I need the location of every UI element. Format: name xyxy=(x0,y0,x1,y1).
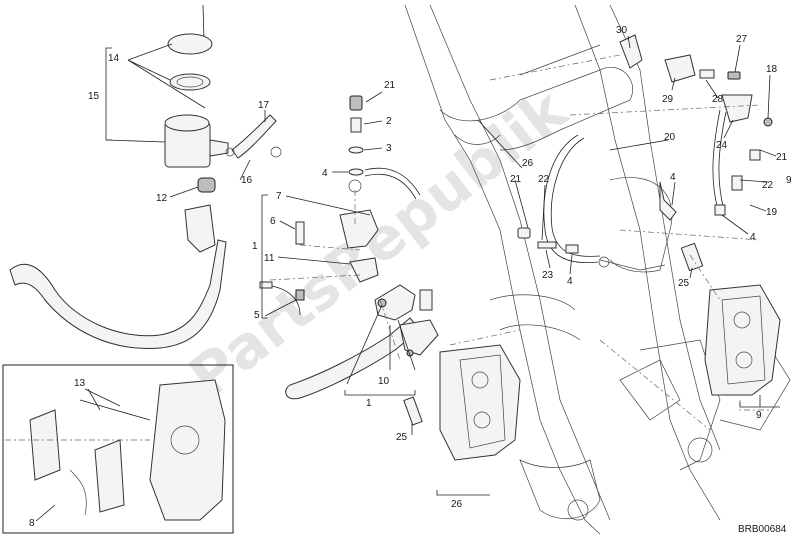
callout-label: 12 xyxy=(156,193,168,204)
callout-label: 11 xyxy=(264,253,275,264)
callout-label: 4 xyxy=(322,168,328,179)
callout-label: 18 xyxy=(766,64,778,75)
alignment-lines xyxy=(269,54,770,431)
callout-label: 22 xyxy=(762,180,774,191)
right-hose-drawing xyxy=(619,34,773,272)
brake-hose-drawing xyxy=(517,134,610,268)
callout-label: 4 xyxy=(750,232,756,243)
callout-label: 3 xyxy=(386,143,392,154)
callout-label: 16 xyxy=(241,175,253,186)
leader-lines xyxy=(35,35,780,522)
callout-label: 8 xyxy=(29,518,35,529)
callout-label: 17 xyxy=(258,100,270,111)
callout-label: 26 xyxy=(451,499,463,510)
master-cylinder-drawing xyxy=(164,4,282,253)
callout-label: 4 xyxy=(567,276,573,287)
callout-label: 5 xyxy=(254,310,260,321)
callout-label: 14 xyxy=(108,53,120,64)
callout-label: 6 xyxy=(270,216,276,227)
front-fork-drawing xyxy=(404,4,791,535)
callout-label: 29 xyxy=(662,94,674,105)
drawing-code: BRB00684 xyxy=(738,524,787,535)
callout-label: 25 xyxy=(678,278,690,289)
callout-label: 30 xyxy=(616,25,628,36)
callout-label: 23 xyxy=(542,270,554,281)
callout-label: 20 xyxy=(664,132,676,143)
callout-label: 2 xyxy=(386,116,392,127)
hose-fittings-drawing xyxy=(259,95,421,316)
handlebar-bracket-drawing xyxy=(9,239,227,349)
caliper-left-drawing xyxy=(403,344,521,461)
callout-label: 7 xyxy=(276,191,282,202)
callout-label: 19 xyxy=(766,207,778,218)
callout-label: 10 xyxy=(378,376,390,387)
callout-label: 28 xyxy=(712,94,724,105)
callout-label: 24 xyxy=(716,140,728,151)
callout-label: 9 xyxy=(756,410,762,421)
callout-label: 21 xyxy=(776,152,788,163)
callout-label: 4 xyxy=(670,172,676,183)
callout-label: 21 xyxy=(510,174,522,185)
callout-label: 15 xyxy=(88,91,100,102)
callout-label: 1 xyxy=(252,241,258,252)
callout-label: 1 xyxy=(366,398,372,409)
callout-label: 9 xyxy=(786,175,792,186)
callout-label: 25 xyxy=(396,432,408,443)
brake-pads-inset xyxy=(2,364,234,534)
caliper-right-drawing xyxy=(704,284,781,396)
callout-labels: 14 15 17 16 12 21 2 3 4 7 6 1 11 5 10 1 … xyxy=(29,25,792,529)
callout-label: 13 xyxy=(74,378,86,389)
callout-label: 22 xyxy=(538,174,550,185)
callout-label: 26 xyxy=(522,158,534,169)
callout-label: 21 xyxy=(384,80,396,91)
callout-label: 27 xyxy=(736,34,748,45)
brake-lever-drawing xyxy=(285,284,439,400)
